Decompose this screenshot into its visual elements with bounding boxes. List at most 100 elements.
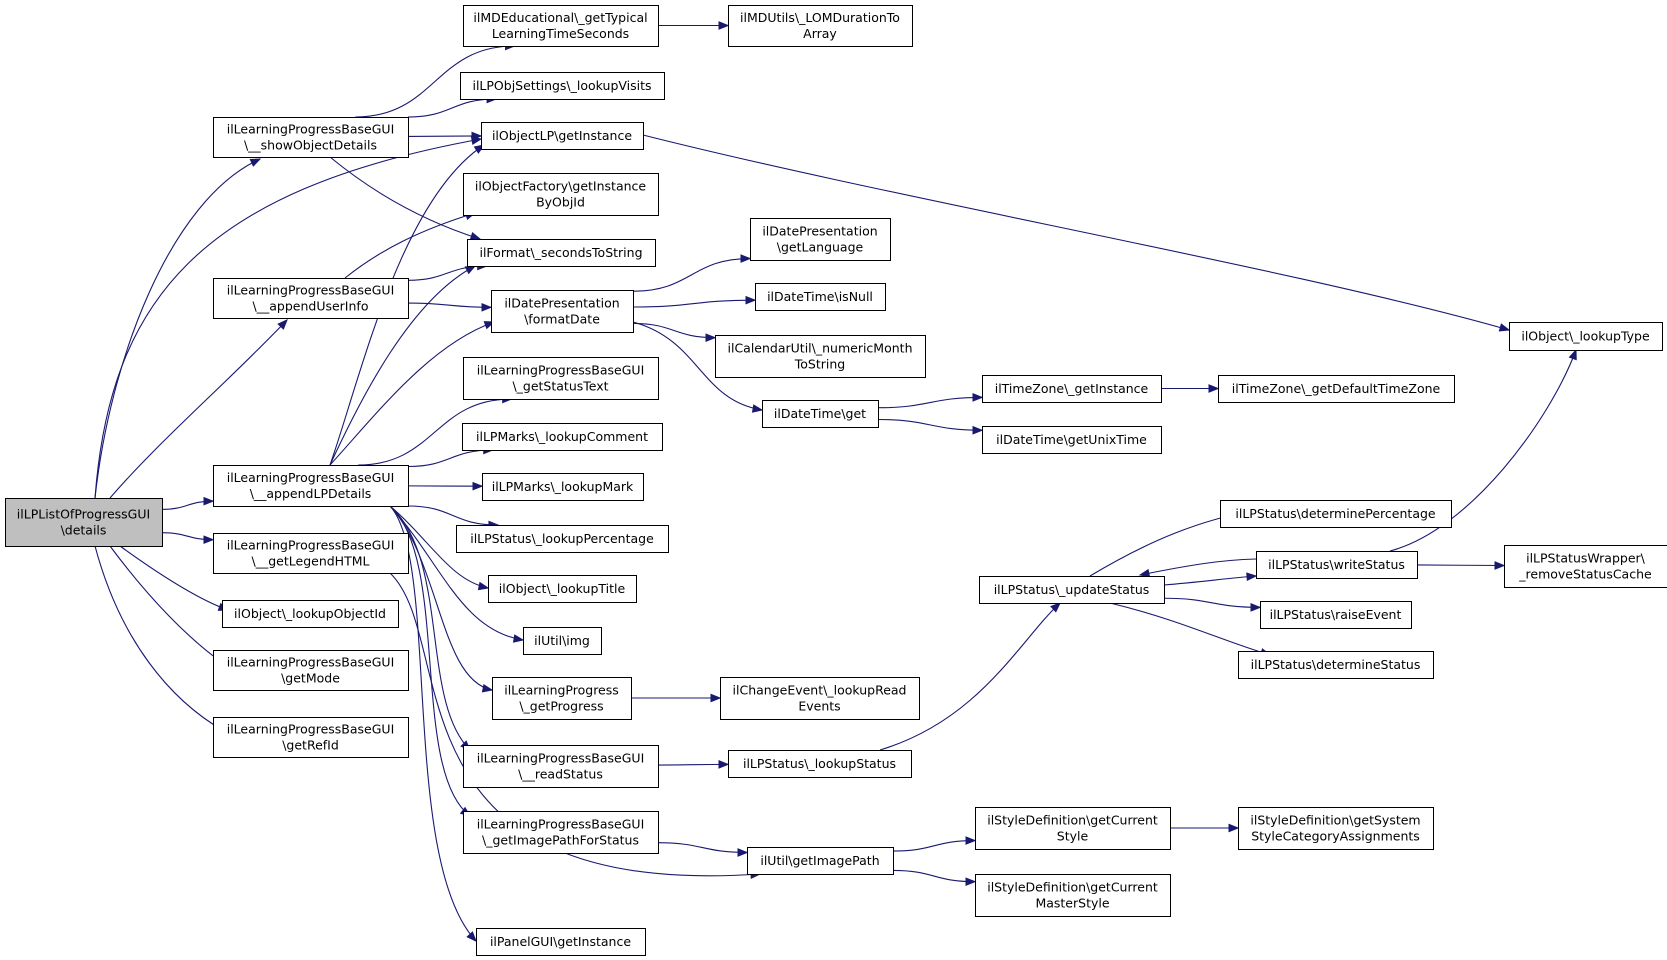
- node-dtGet[interactable]: ilDateTime\get: [762, 400, 879, 428]
- node-getImagePath[interactable]: ilUtil\getImagePath: [747, 847, 894, 875]
- node-label-line: ilUtil\getImagePath: [760, 853, 879, 868]
- arrowhead: [972, 393, 984, 402]
- node-label-line: \__appendUserInfo: [253, 299, 369, 314]
- node-label-line: \_getProgress: [519, 699, 603, 714]
- node-label-line: ilLPStatus\determinePercentage: [1235, 506, 1436, 521]
- node-lookupPercentage[interactable]: ilLPStatus\_lookupPercentage: [456, 525, 669, 553]
- node-box: [213, 278, 409, 319]
- node-label-line: ilLPStatus\_lookupStatus: [743, 756, 896, 771]
- node-label-line: ByObjId: [536, 195, 585, 210]
- node-writeStatus[interactable]: ilLPStatus\writeStatus: [1256, 551, 1418, 579]
- node-appendUserInfo[interactable]: ilLearningProgressBaseGUI\__appendUserIn…: [213, 278, 409, 319]
- node-unixTime[interactable]: ilDateTime\getUnixTime: [982, 426, 1162, 454]
- node-label-line: ilLearningProgressBaseGUI: [227, 722, 395, 737]
- node-label-line: Array: [803, 26, 837, 41]
- node-showObjDet[interactable]: ilLearningProgressBaseGUI\__showObjectDe…: [213, 117, 409, 158]
- node-label-line: ilStyleDefinition\getSystem: [1250, 813, 1420, 828]
- node-lookupVisits[interactable]: ilLPObjSettings\_lookupVisits: [460, 72, 665, 100]
- edge-updateStatus-to-writeStatus: [1163, 575, 1257, 586]
- edge-appendLPDetails-to-secToStr: [329, 265, 476, 466]
- node-box: [1238, 807, 1434, 850]
- node-label-line: \_getStatusText: [512, 379, 608, 394]
- arrowhead: [745, 295, 757, 305]
- arrowhead: [477, 581, 490, 591]
- node-lpGetProgress[interactable]: ilLearningProgress\_getProgress: [492, 677, 632, 720]
- node-label-line: ilMDEducational\_getTypical: [473, 10, 647, 25]
- node-secToStr[interactable]: ilFormat\_secondsToString: [467, 239, 656, 267]
- node-readStatus[interactable]: ilLearningProgressBaseGUI\__readStatus: [463, 745, 659, 788]
- node-lpLookupStatus[interactable]: ilLPStatus\_lookupStatus: [728, 750, 912, 778]
- node-label-line: ilLPStatus\determineStatus: [1251, 657, 1421, 672]
- node-determineStatus[interactable]: ilLPStatus\determineStatus: [1238, 651, 1434, 679]
- node-formatDate[interactable]: ilDatePresentation\formatDate: [491, 290, 634, 333]
- node-label-line: \formatDate: [524, 312, 600, 327]
- node-box: [213, 117, 409, 158]
- node-isNull[interactable]: ilDateTime\isNull: [755, 283, 886, 311]
- node-mdEdu[interactable]: ilMDEducational\_getTypicalLearningTimeS…: [463, 5, 659, 47]
- node-label-line: ilStyleDefinition\getCurrent: [987, 880, 1158, 895]
- arrowhead: [1208, 384, 1220, 393]
- node-lookupTitle[interactable]: ilObject\_lookupTitle: [488, 575, 637, 603]
- node-box: [222, 600, 399, 628]
- edge-appendUserInfo-to-formatDate: [407, 302, 492, 308]
- node-label-line: ilLPStatus\raiseEvent: [1270, 607, 1402, 622]
- node-box: [523, 627, 602, 655]
- node-getRefId[interactable]: ilLearningProgressBaseGUI\getRefId: [213, 717, 409, 758]
- node-getLegendHTML[interactable]: ilLearningProgressBaseGUI\__getLegendHTM…: [213, 533, 409, 574]
- node-label-line: ilCalendarUtil\_numericMonth: [728, 341, 913, 356]
- arrowhead: [466, 931, 477, 942]
- node-updateStatus[interactable]: ilLPStatus\_updateStatus: [979, 576, 1165, 604]
- node-label-line: \getMode: [281, 671, 340, 686]
- node-styleSystem[interactable]: ilStyleDefinition\getSystemStyleCategory…: [1238, 807, 1434, 850]
- arrowhead: [203, 496, 215, 506]
- edge-writeStatus-to-updateStatus: [1139, 558, 1257, 576]
- node-getStatusText[interactable]: ilLearningProgressBaseGUI\_getStatusText: [463, 357, 659, 400]
- node-tzGetInst[interactable]: ilTimeZone\_getInstance: [982, 375, 1162, 403]
- node-root[interactable]: ilLPListOfProgressGUI\details: [5, 498, 163, 547]
- node-label-line: ilLearningProgressBaseGUI: [477, 817, 645, 832]
- node-determinePct[interactable]: ilLPStatus\determinePercentage: [1220, 500, 1452, 528]
- arrowhead: [472, 481, 484, 491]
- node-getLanguage[interactable]: ilDatePresentation\getLanguage: [750, 218, 891, 261]
- node-lookupComment[interactable]: ilLPMarks\_lookupComment: [462, 423, 663, 451]
- node-removeCache[interactable]: ilLPStatusWrapper\_removeStatusCache: [1504, 545, 1667, 588]
- arrowhead: [481, 683, 494, 693]
- node-getMode[interactable]: ilLearningProgressBaseGUI\getMode: [213, 650, 409, 691]
- node-objLPGet[interactable]: ilObjectLP\getInstance: [481, 122, 644, 150]
- node-label-line: ilLearningProgress: [504, 683, 619, 698]
- node-box: [462, 423, 663, 451]
- edge-showObjDet-to-secToStr: [329, 156, 481, 240]
- arrowhead: [1228, 823, 1240, 833]
- node-label-line: LearningTimeSeconds: [492, 26, 629, 41]
- node-tzDefault[interactable]: ilTimeZone\_getDefaultTimeZone: [1218, 375, 1455, 403]
- node-raiseEvent[interactable]: ilLPStatus\raiseEvent: [1260, 601, 1412, 629]
- edge-showObjDet-to-lookupVisits: [407, 98, 497, 118]
- edge-updateStatus-to-determineStatus: [1109, 602, 1271, 656]
- node-label-line: ilUtil\img: [534, 633, 590, 648]
- node-lookupType[interactable]: ilObject\_lookupType: [1509, 322, 1663, 351]
- node-label-line: \__getLegendHTML: [252, 554, 370, 569]
- arrowhead: [718, 760, 730, 769]
- node-lookupMark[interactable]: ilLPMarks\_lookupMark: [482, 473, 644, 501]
- edge-formatDate-to-isNull: [632, 299, 756, 308]
- node-lookupObjectId[interactable]: ilObject\_lookupObjectId: [222, 600, 399, 628]
- node-panelGet[interactable]: ilPanelGUI\getInstance: [476, 928, 646, 956]
- node-label-line: ilLPMarks\_lookupMark: [492, 479, 634, 494]
- edge-appendLPDetails-to-readStatus: [389, 505, 471, 751]
- node-label-line: ilObject\_lookupTitle: [499, 581, 626, 596]
- node-label-line: Style: [1057, 829, 1089, 844]
- node-utilImg[interactable]: ilUtil\img: [523, 627, 602, 655]
- node-label-line: StyleCategoryAssignments: [1251, 829, 1420, 844]
- node-getImgPathStatus[interactable]: ilLearningProgressBaseGUI\_getImagePathF…: [463, 811, 659, 854]
- node-label-line: ilLPStatus\_lookupPercentage: [470, 531, 654, 546]
- node-label-line: ilLearningProgressBaseGUI: [227, 655, 395, 670]
- node-box: [492, 677, 632, 720]
- node-label-line: ilLearningProgressBaseGUI: [477, 751, 645, 766]
- node-appendLPDetails[interactable]: ilLearningProgressBaseGUI\__appendLPDeta…: [213, 465, 409, 507]
